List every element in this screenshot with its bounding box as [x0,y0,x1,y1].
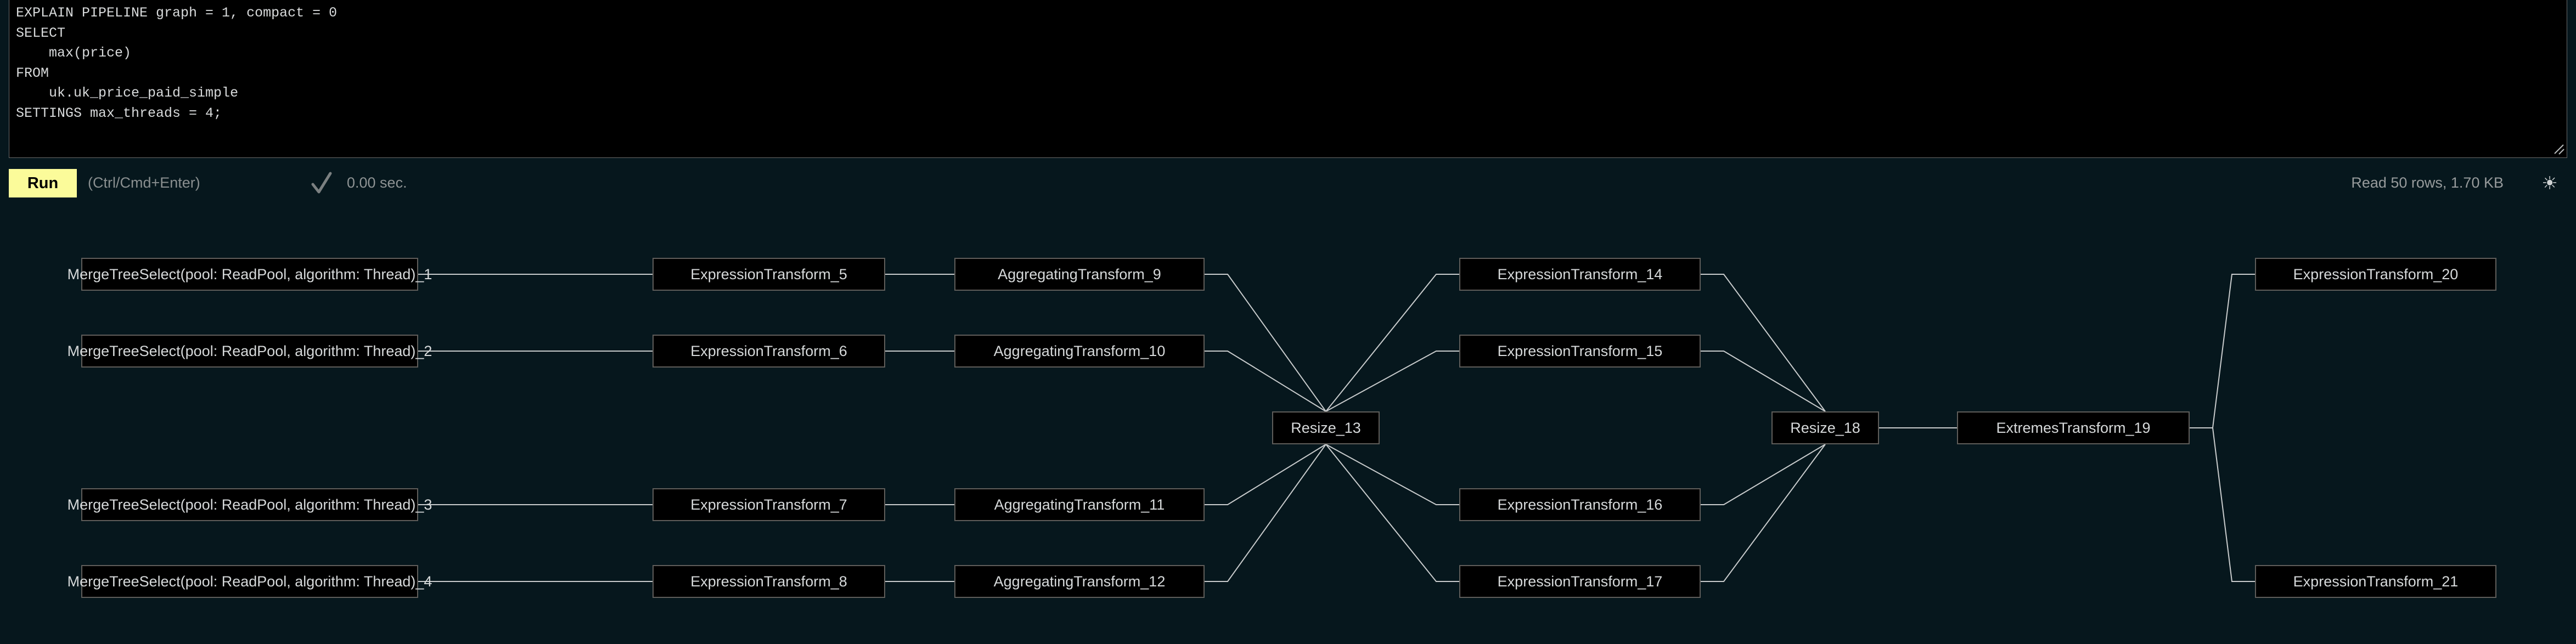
graph-node-et17[interactable]: ExpressionTransform_17 [1459,565,1701,598]
graph-node-et8[interactable]: ExpressionTransform_8 [653,565,885,598]
graph-edge-ag9-rs13 [1205,274,1326,412]
graph-edge-ag12-rs13 [1205,444,1326,582]
sql-editor-input[interactable] [9,0,2567,158]
graph-node-et20[interactable]: ExpressionTransform_20 [2255,258,2496,291]
graph-node-rs13[interactable]: Resize_13 [1272,411,1380,444]
graph-node-label: ExpressionTransform_17 [1497,573,1663,590]
graph-edge-et16-rs18 [1701,444,1826,505]
sql-editor-container [9,0,2567,158]
graph-node-label: ExpressionTransform_14 [1497,265,1663,283]
graph-node-label: Resize_13 [1291,419,1361,436]
graph-node-ag12[interactable]: AggregatingTransform_12 [954,565,1205,598]
graph-edge-et14-rs18 [1701,274,1826,412]
graph-node-label: AggregatingTransform_12 [993,573,1166,590]
graph-node-mts2[interactable]: MergeTreeSelect(pool: ReadPool, algorith… [68,335,432,368]
graph-edge-rs13-et14 [1325,274,1459,412]
graph-node-et16[interactable]: ExpressionTransform_16 [1459,488,1701,521]
graph-node-mts1[interactable]: MergeTreeSelect(pool: ReadPool, algorith… [68,258,432,291]
graph-node-label: ExpressionTransform_7 [690,496,847,513]
graph-node-label: MergeTreeSelect(pool: ReadPool, algorith… [67,342,432,359]
graph-node-et14[interactable]: ExpressionTransform_14 [1459,258,1701,291]
graph-node-label: ExpressionTransform_16 [1497,496,1663,513]
graph-node-label: ExpressionTransform_5 [690,265,847,283]
graph-edge-et17-rs18 [1701,444,1826,582]
graph-node-label: ExpressionTransform_6 [690,342,847,359]
run-button[interactable]: Run [9,169,77,197]
graph-edge-ag10-rs13 [1205,351,1326,412]
graph-edge-rs13-et16 [1325,444,1459,505]
graph-node-ag10[interactable]: AggregatingTransform_10 [954,335,1205,368]
query-toolbar: Run (Ctrl/Cmd+Enter) 0.00 sec. Read 50 r… [0,162,2576,210]
graph-node-rs18[interactable]: Resize_18 [1771,411,1879,444]
graph-edge-et15-rs18 [1701,351,1826,412]
graph-edge-rs13-et15 [1325,351,1459,412]
graph-node-label: ExpressionTransform_15 [1497,342,1663,359]
graph-node-label: ExpressionTransform_21 [2293,573,2459,590]
checkmark-icon [311,172,332,194]
graph-node-label: MergeTreeSelect(pool: ReadPool, algorith… [67,496,432,513]
query-elapsed-time: 0.00 sec. [347,174,407,191]
graph-node-label: ExpressionTransform_8 [690,573,847,590]
graph-node-label: AggregatingTransform_9 [998,265,1161,283]
graph-node-ex19[interactable]: ExtremesTransform_19 [1957,411,2190,444]
graph-node-label: AggregatingTransform_10 [993,342,1166,359]
read-stats-label: Read 50 rows, 1.70 KB [2351,174,2504,191]
graph-edge-ag11-rs13 [1205,444,1326,505]
graph-node-mts4[interactable]: MergeTreeSelect(pool: ReadPool, algorith… [68,565,432,598]
graph-node-label: ExpressionTransform_20 [2293,265,2459,283]
graph-node-ag9[interactable]: AggregatingTransform_9 [954,258,1205,291]
graph-node-label: ExtremesTransform_19 [1996,419,2151,436]
graph-edge-ex19-et21 [2190,427,2255,582]
graph-node-et6[interactable]: ExpressionTransform_6 [653,335,885,368]
graph-edge-ex19-et20 [2190,274,2255,428]
pipeline-graph: MergeTreeSelect(pool: ReadPool, algorith… [0,210,2576,644]
graph-node-et15[interactable]: ExpressionTransform_15 [1459,335,1701,368]
graph-node-et21[interactable]: ExpressionTransform_21 [2255,565,2496,598]
graph-node-label: Resize_18 [1790,419,1860,436]
run-shortcut-hint: (Ctrl/Cmd+Enter) [88,174,200,191]
graph-node-ag11[interactable]: AggregatingTransform_11 [954,488,1205,521]
graph-node-mts3[interactable]: MergeTreeSelect(pool: ReadPool, algorith… [68,488,432,521]
graph-node-label: AggregatingTransform_11 [994,496,1165,513]
graph-node-label: MergeTreeSelect(pool: ReadPool, algorith… [67,573,432,590]
graph-edge-rs13-et17 [1325,444,1459,582]
graph-node-et7[interactable]: ExpressionTransform_7 [653,488,885,521]
graph-node-et5[interactable]: ExpressionTransform_5 [653,258,885,291]
graph-node-label: MergeTreeSelect(pool: ReadPool, algorith… [67,265,432,283]
pipeline-edges [418,274,2255,582]
sun-icon[interactable]: ☀ [2541,173,2558,193]
